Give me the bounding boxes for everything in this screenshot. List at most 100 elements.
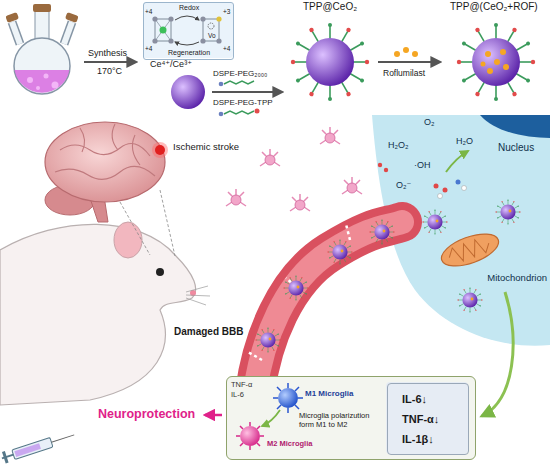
node-text: M2 Microglia [267, 439, 312, 448]
ros-molecules [456, 180, 461, 185]
m1-microglia-symbol [278, 388, 298, 408]
annotation-label: TPP@CeO₂ [303, 1, 357, 13]
loaded-particle [472, 38, 520, 86]
illustration [260, 149, 280, 166]
process-arrow [378, 61, 440, 63]
loaded-particle [494, 59, 500, 65]
illustration [283, 276, 308, 301]
panel-fill [386, 382, 468, 454]
m2-microglia-symbol [236, 422, 264, 450]
illustration [255, 328, 280, 353]
node-text: IL-6 [231, 390, 244, 399]
brain-figure [55, 166, 155, 179]
illustration [422, 210, 447, 235]
ceria-lattice [175, 42, 199, 45]
syringe-figure [51, 435, 74, 442]
ceria-lattice [168, 38, 173, 43]
node-text: +4 [145, 8, 152, 16]
brain-figure [155, 145, 165, 155]
ceria-lattice [160, 27, 167, 34]
brain-figure [80, 124, 140, 165]
reaction-flask [12, 22, 20, 44]
node-text: TNF-α [231, 380, 252, 389]
node-text: Redox [179, 4, 199, 12]
m2-microglia-symbol [236, 422, 264, 450]
node-text: +4 [145, 45, 152, 53]
reaction-flask [14, 38, 70, 94]
ceria-lattice [200, 16, 205, 21]
blood-vessel [248, 222, 402, 392]
ceria-lattice [152, 16, 157, 21]
peg-chain [224, 81, 254, 84]
tpp-ceria-particle [291, 23, 369, 101]
illustration [342, 177, 362, 194]
m2-microglia-symbol [240, 426, 260, 446]
mouse-figure [0, 224, 196, 405]
node-text: +4 [223, 45, 230, 53]
result-arrow [482, 292, 513, 416]
node-text: Microglia polarizution form M1 to M2 [299, 411, 383, 429]
annotation-label: O₂ [424, 117, 435, 128]
drug-dot [403, 47, 409, 53]
mouse-figure [114, 222, 142, 258]
ceria-lattice [175, 16, 199, 20]
node-text: Vo [208, 32, 216, 40]
syringe-figure [2, 451, 9, 463]
ceria-lattice [200, 38, 205, 43]
illustration [369, 220, 394, 245]
annotation-label: Roflumilast [383, 68, 425, 78]
tpp-ceria-particle [291, 23, 369, 101]
annotation-label: DSPE-PEG-TPP [213, 98, 273, 108]
peg-chain [219, 82, 224, 87]
mouse-figure [186, 286, 210, 305]
ceria-lattice [155, 19, 171, 41]
ceria-lattice [168, 16, 173, 21]
mitochondrion-shape [437, 228, 502, 273]
process-box: RedoxRegeneration+4+4+3+4Vo [143, 2, 234, 60]
illustration [327, 240, 352, 265]
illustration [495, 200, 520, 225]
drug-dot [394, 51, 400, 57]
annotation-label: ·OH [414, 160, 431, 171]
mitochondrion-shape [437, 228, 502, 273]
annotation-label: 170°C [97, 66, 122, 77]
panel-fill [226, 376, 476, 460]
reaction-flask [5, 4, 78, 94]
loaded-particle [500, 49, 506, 55]
annotation-label: Ischemic stroke [173, 141, 239, 152]
tpp-ceria-particle [306, 38, 354, 86]
ceria-lattice [216, 38, 221, 43]
mouse-figure [160, 190, 175, 256]
reaction-flask [27, 77, 33, 83]
blood-vessel [255, 222, 402, 392]
syringe-figure [14, 443, 41, 457]
mouse-figure [120, 202, 150, 255]
ceria-lattice [208, 23, 214, 29]
brain-figure [45, 122, 168, 222]
annotation-label: DSPE-PEG₂₀₀₀ [213, 69, 267, 79]
ros-molecules [443, 188, 448, 193]
polarization-arrow [262, 410, 280, 426]
tpp-chain [255, 109, 260, 114]
reaction-flask [44, 74, 49, 79]
brain-figure [60, 144, 150, 157]
scavenging-arrow [446, 151, 468, 172]
reaction-flask [35, 10, 49, 42]
mitochondrion-shape [447, 236, 492, 265]
node-text: M1 Microglia [305, 389, 353, 399]
annotation-label: Nucleus [498, 142, 534, 154]
loaded-particle [457, 23, 535, 101]
drug-dot [412, 51, 418, 57]
reaction-flask [5, 12, 19, 23]
m1-microglia-symbol [273, 383, 303, 413]
mouse-figure [156, 268, 164, 276]
ceria-sphere [171, 75, 205, 109]
mouse-figure [0, 190, 210, 405]
loaded-particle [457, 23, 535, 101]
annotation-label: O₂⁻ [396, 180, 411, 191]
node-text: IL-6↓ [402, 393, 427, 406]
node-text: TNF-α↓ [402, 413, 439, 426]
illustration [320, 127, 340, 144]
reaction-flask [15, 70, 70, 93]
